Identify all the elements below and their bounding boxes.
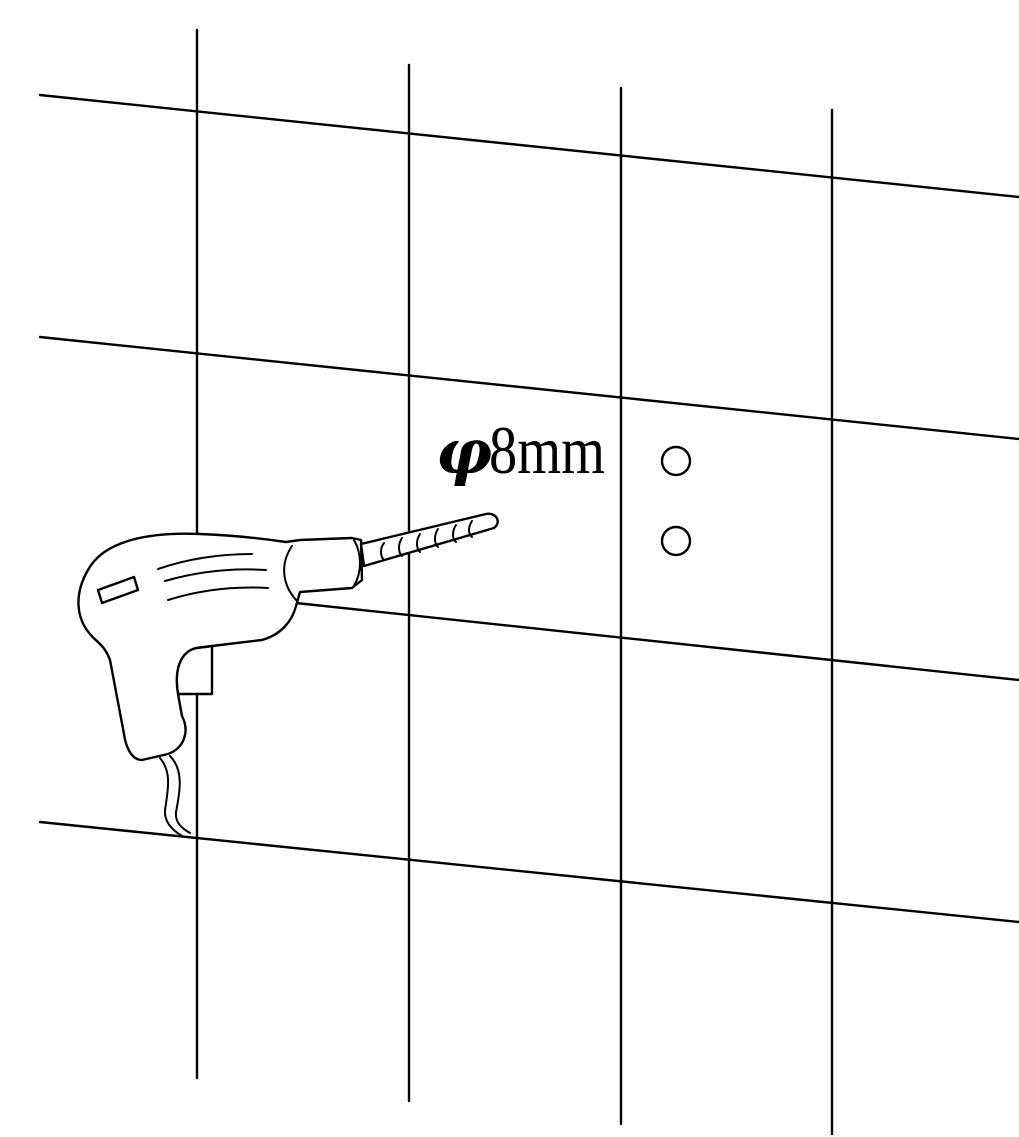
drill-bit-flute-1: [380, 542, 385, 561]
drill-cord-edge: [169, 755, 191, 834]
drill-bit-flute-2: [398, 537, 403, 557]
drill-bit-flute-6: [468, 520, 473, 538]
drill-bit-shank: [359, 512, 499, 568]
drill-body: [77, 532, 364, 762]
hole-upper: [660, 445, 692, 477]
hole-lower: [660, 525, 692, 557]
grout-line-horizontal-4: [38, 820, 1019, 924]
electric-drill-icon: [77, 532, 364, 837]
grout-line-horizontal-2: [38, 335, 1019, 441]
diameter-symbol: φ: [436, 415, 492, 488]
drill-switch-button: [96, 575, 140, 605]
drill-bit-flute-3: [416, 533, 421, 553]
drill-bit-flute-4: [434, 528, 439, 548]
drill-bit-flute-5: [452, 524, 457, 543]
drill-vent-line-2: [164, 568, 267, 582]
drill-bit: [359, 512, 499, 568]
diameter-value: 8mm: [489, 412, 605, 488]
drill-nose-line: [353, 539, 361, 587]
grout-line-horizontal-1: [38, 93, 1019, 199]
grout-line-horizontal-3: [294, 601, 1019, 682]
drill-chuck-line: [283, 545, 297, 601]
tile-grid: [38, 28, 1019, 1136]
drill-cord: [159, 757, 183, 837]
drill-vent-line-1: [157, 553, 253, 570]
drill-vent-line-3: [167, 586, 269, 601]
